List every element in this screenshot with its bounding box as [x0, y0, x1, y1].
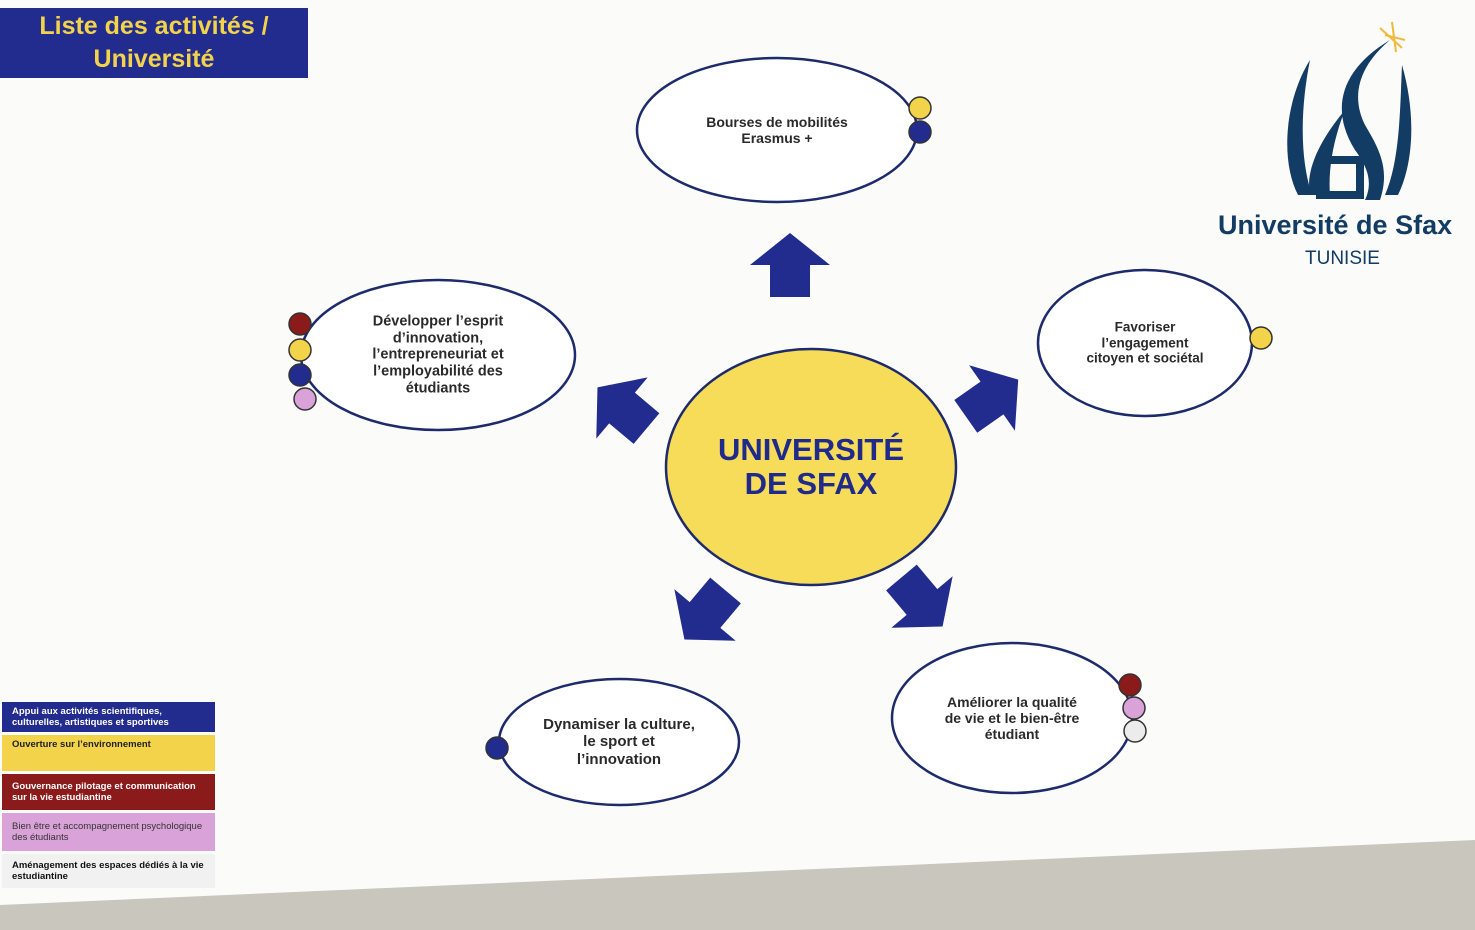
activity-line: Développer l’esprit	[372, 313, 504, 330]
category-dot-yellow	[288, 338, 312, 362]
university-logo	[1287, 40, 1412, 200]
activity-line: de vie et le bien-être	[944, 709, 1080, 726]
activity-line: l’innovation	[576, 750, 662, 768]
activity-line: d’innovation,	[392, 329, 484, 346]
category-dot-red	[288, 312, 312, 336]
category-dot-yellow	[1249, 326, 1273, 350]
center-circle	[664, 347, 958, 587]
logo-country: TUNISIE	[1305, 248, 1380, 269]
center-line-2: DE SFAX	[744, 466, 878, 501]
activity-line: Dynamiser la culture,	[543, 716, 695, 734]
activity-line: Améliorer la qualité	[947, 693, 1077, 710]
activity-line: Favoriser	[1114, 319, 1176, 335]
category-dot-blue	[288, 363, 312, 387]
activity-line: l’entrepreneuriat et	[372, 346, 504, 363]
activity-line: Erasmus +	[741, 130, 813, 146]
legend-item: Gouvernance pilotage et communication su…	[2, 774, 215, 810]
legend-item: Appui aux activités scientifiques, cultu…	[2, 702, 215, 732]
center-line-1: UNIVERSITÉ	[717, 432, 905, 467]
legend-item: Aménagement des espaces dédiés à la vie …	[2, 854, 215, 888]
title-line-2: Université	[93, 45, 215, 73]
logo-name: Université de Sfax	[1218, 210, 1453, 240]
category-dot-blue	[908, 120, 932, 144]
activity-line: étudiant	[984, 726, 1040, 743]
center-label: UNIVERSITÉ DE SFAX	[718, 433, 904, 501]
activity-line: Bourses de mobilités	[706, 113, 848, 130]
legend: Appui aux activités scientifiques, cultu…	[2, 702, 215, 891]
arrow-down-left-icon	[674, 577, 741, 641]
activity-line: le sport et	[583, 733, 655, 751]
floor-area	[0, 840, 1475, 930]
activity-line: l’engagement	[1101, 335, 1189, 351]
activity-line: citoyen et sociétal	[1086, 350, 1204, 366]
arrow-up-right-icon	[954, 365, 1019, 433]
activity-line: l’employabilité des	[373, 363, 503, 380]
poster-title: Liste des activités / Université	[0, 8, 308, 78]
arrow-up-icon	[750, 233, 830, 297]
category-dot-blue	[485, 736, 509, 760]
legend-item: Bien être et accompagnement psychologiqu…	[2, 813, 215, 851]
category-dot-white	[1123, 719, 1147, 743]
category-dot-pink	[293, 387, 317, 411]
star-icon	[1379, 21, 1406, 53]
title-line-1: Liste des activités /	[39, 12, 269, 40]
legend-item: Ouverture sur l’environnement	[2, 735, 215, 771]
category-dot-red	[1118, 673, 1142, 697]
arrow-down-right-icon	[886, 564, 953, 628]
category-dot-yellow	[908, 96, 932, 120]
arrow-up-left-icon	[596, 377, 660, 444]
category-dot-pink	[1122, 696, 1146, 720]
activity-line: étudiants	[405, 380, 471, 397]
